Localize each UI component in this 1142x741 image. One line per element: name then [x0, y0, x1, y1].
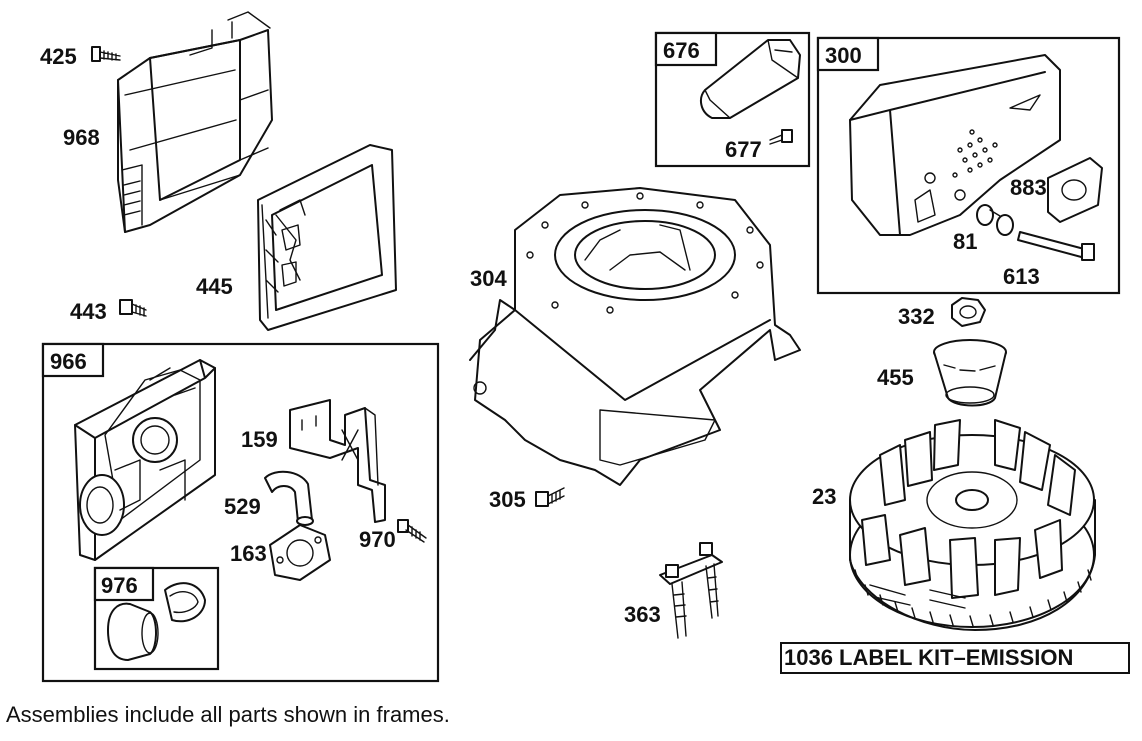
label-445: 445: [196, 274, 233, 299]
bolt-613: [1017, 231, 1095, 261]
frame-676: 676: [654, 31, 811, 168]
label-976: 976: [101, 573, 138, 598]
screw-305: [535, 487, 565, 507]
washer-81: [976, 204, 1014, 236]
label-23: 23: [812, 484, 836, 509]
air-cleaner-base-968: [117, 11, 273, 233]
label-613: 613: [1003, 264, 1040, 289]
bracket-363: [659, 542, 723, 639]
label-970: 970: [359, 527, 396, 552]
label-163: 163: [230, 541, 267, 566]
label-455: 455: [877, 365, 914, 390]
label-81: 81: [953, 229, 977, 254]
bolt-425: [91, 46, 121, 62]
label-883: 883: [1010, 175, 1047, 200]
label-332: 332: [898, 304, 935, 329]
bracket-159: [289, 399, 386, 523]
kit-label-1036: 1036 LABEL KIT–EMISSION: [780, 642, 1130, 674]
screw-970: [397, 519, 427, 543]
gasket-883: [1047, 157, 1103, 223]
label-363: 363: [624, 602, 661, 627]
frame-966: 966: [41, 342, 440, 683]
cup-455: [933, 339, 1007, 407]
frame-300: 300: [816, 36, 1121, 295]
base-966: [74, 359, 216, 561]
label-304: 304: [470, 266, 507, 291]
footer-note: Assemblies include all parts shown in fr…: [6, 702, 450, 727]
label-300: 300: [825, 43, 862, 68]
label-305: 305: [489, 487, 526, 512]
flywheel-23: [849, 419, 1096, 631]
muffler-300: [849, 54, 1061, 236]
label-677: 677: [725, 137, 762, 162]
label-529: 529: [224, 494, 261, 519]
label-968: 968: [63, 125, 100, 150]
nut-332: [951, 297, 986, 327]
screw-443: [119, 299, 147, 317]
tube-529: [264, 470, 314, 526]
gasket-163: [269, 524, 331, 581]
label-443: 443: [70, 299, 107, 324]
label-676: 676: [663, 38, 700, 63]
air-filter-445: [257, 144, 397, 331]
blower-housing-304: [469, 187, 801, 486]
label-966: 966: [50, 349, 87, 374]
label-159: 159: [241, 427, 278, 452]
screw-677: [769, 129, 793, 145]
label-425: 425: [40, 44, 77, 69]
primer-bulb-976: [107, 582, 206, 661]
frame-976: 976: [93, 566, 220, 671]
shield-676: [699, 39, 801, 119]
